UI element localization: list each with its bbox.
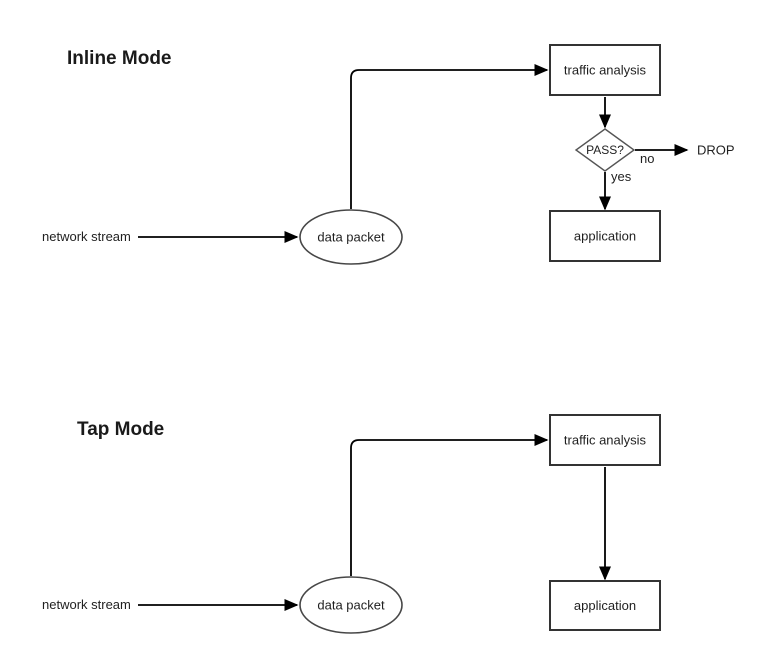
- node-data-packet-shape: [299, 576, 403, 634]
- arrow-data-packet-to-traffic-analysis: [350, 434, 549, 576]
- node-application-label: application: [574, 598, 636, 613]
- node-data-packet-label: data packet: [317, 598, 385, 613]
- section-title-inline-mode: Inline Mode: [67, 48, 172, 69]
- node-traffic-analysis-shape: [549, 414, 661, 466]
- section-title-tap-mode: Tap Mode: [77, 419, 164, 440]
- edge-label-no: no: [640, 151, 654, 166]
- node-traffic-analysis-label: traffic analysis: [564, 63, 647, 78]
- label-network-stream: network stream: [42, 597, 131, 612]
- node-decision-shape: [574, 128, 636, 172]
- label-drop: DROP: [697, 143, 735, 158]
- node-traffic-analysis-shape: [549, 44, 661, 96]
- node-decision-label: PASS?: [586, 143, 624, 157]
- node-data-packet-label: data packet: [317, 230, 385, 245]
- node-data-packet-shape: [299, 209, 403, 265]
- node-traffic-analysis-label: traffic analysis: [564, 433, 647, 448]
- section-inline-mode: Inline Mode network stream data packet t…: [42, 44, 735, 265]
- label-network-stream: network stream: [42, 229, 131, 244]
- section-tap-mode: Tap Mode network stream data packet traf…: [42, 414, 661, 634]
- edge-label-yes: yes: [611, 169, 632, 184]
- node-application-label: application: [574, 229, 636, 244]
- node-application-shape: [549, 580, 661, 631]
- node-application-shape: [549, 210, 661, 262]
- arrow-data-packet-to-traffic-analysis: [350, 64, 549, 209]
